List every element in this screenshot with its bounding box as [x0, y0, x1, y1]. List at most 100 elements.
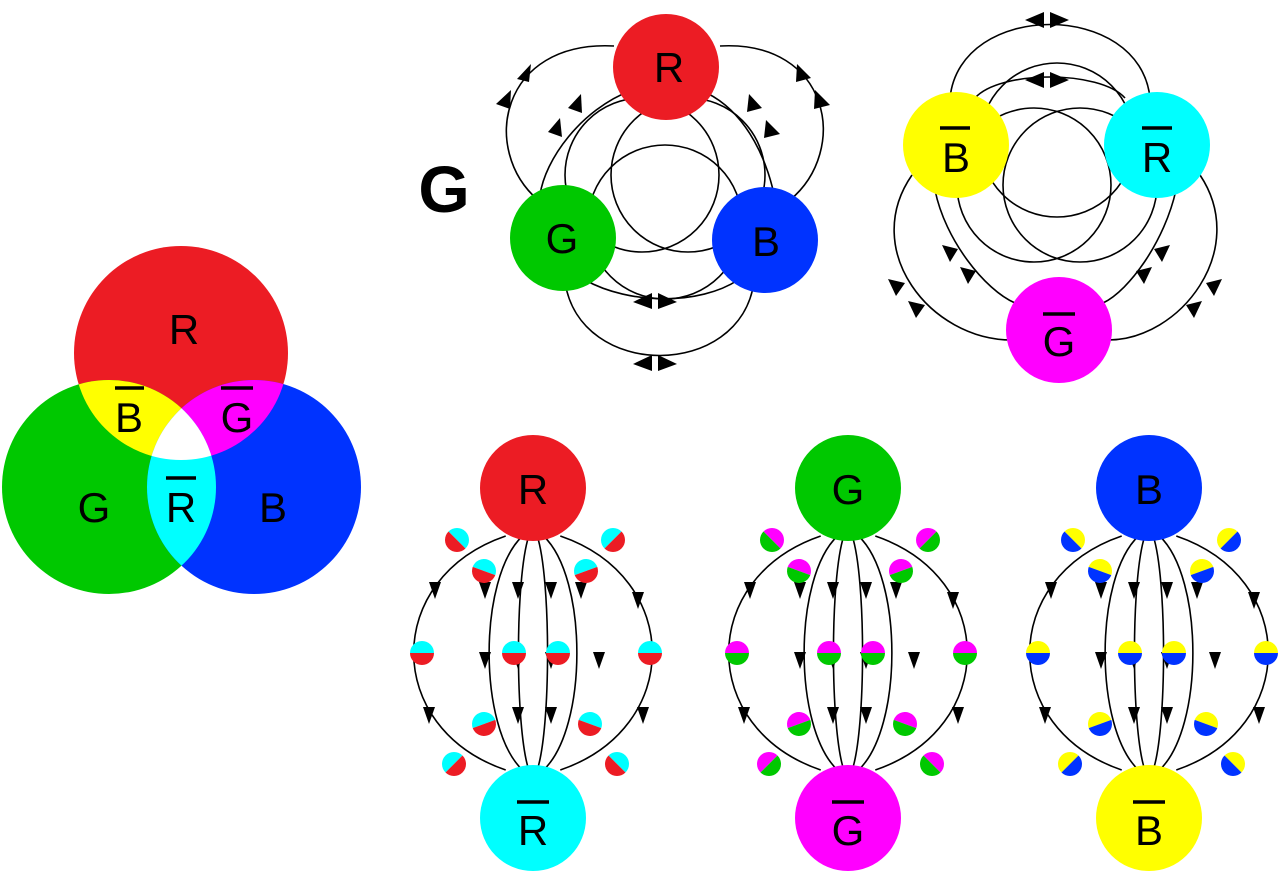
arrowhead [888, 279, 905, 296]
path-dot [757, 752, 781, 776]
edge-bbar-gbar-outer [893, 174, 1013, 341]
dot-half-bottom [410, 653, 434, 665]
venn-region-white [147, 380, 216, 460]
node-g [510, 185, 616, 291]
path-dot [1118, 641, 1142, 665]
dot-half-bottom [760, 531, 781, 552]
node-r [613, 14, 719, 120]
arrowhead [568, 94, 582, 113]
node-label-bottom: R [518, 807, 548, 854]
dot-half-bottom [1162, 653, 1186, 665]
dot-half-top [1217, 528, 1238, 549]
path-dot [601, 528, 625, 552]
node-top [480, 435, 586, 541]
arrowhead [947, 592, 959, 609]
dot-half-top [1088, 712, 1112, 729]
dot-half-bottom [472, 566, 496, 583]
path-dot [787, 712, 811, 736]
dot-half-top [916, 528, 937, 549]
node-bbar [903, 92, 1009, 198]
node-label-top: B [1135, 466, 1163, 513]
path-dot [1061, 528, 1085, 552]
edge-r-g-inner [539, 89, 633, 196]
venn-label-rbar: R [166, 484, 196, 531]
venn-label-bbar: B [115, 394, 143, 441]
dot-half-bottom [760, 755, 781, 776]
dot-half-top [923, 752, 944, 773]
path-dot [1254, 641, 1278, 665]
path-dot [889, 559, 913, 583]
color-venn-diagram: R G B B G R [2, 246, 361, 594]
arrowhead [908, 652, 920, 669]
venn-label-gbar: G [221, 394, 254, 441]
edge-rbar-gbar-inner [1102, 189, 1177, 304]
dot-half-bottom [817, 653, 841, 665]
dot-half-top [763, 528, 784, 549]
arrowhead [1050, 72, 1069, 88]
arrowhead [1253, 707, 1265, 724]
dot-half-top [472, 559, 496, 576]
node-label-bottom: G [832, 807, 865, 854]
arrowhead [512, 707, 524, 724]
arrowhead [796, 64, 811, 82]
cayley-graph-rgb: R G B [496, 14, 830, 371]
arrowhead [1128, 707, 1140, 724]
dot-half-top [1194, 712, 1218, 729]
path-graph-r: RR [410, 435, 662, 871]
dot-half-top [1064, 528, 1085, 549]
path-dot [920, 752, 944, 776]
dot-half-bottom [919, 531, 940, 552]
path-dot [1221, 752, 1245, 776]
dot-half-top [893, 712, 917, 729]
node-label-bbar: B [942, 134, 970, 181]
dot-half-top [787, 712, 811, 729]
arrowhead [744, 582, 756, 599]
dot-half-bottom [1088, 566, 1112, 583]
edge-bbar-gbar-inner [934, 189, 1016, 304]
node-bottom [1096, 765, 1202, 871]
arrowhead [548, 118, 562, 137]
dot-half-bottom [502, 653, 526, 665]
dot-half-bottom [1220, 531, 1241, 552]
edge-rbar-gbar-outer [1107, 174, 1218, 341]
path-dot [1026, 641, 1050, 665]
arrowhead [794, 582, 806, 599]
dot-half-bottom [1026, 653, 1050, 665]
arrowhead [1039, 707, 1051, 724]
edge-mid-right [542, 535, 578, 771]
arrowhead [1186, 301, 1202, 318]
arrowhead [1161, 582, 1173, 599]
path-dot [574, 559, 598, 583]
dot-half-top [1088, 559, 1112, 576]
dot-half-bottom [1221, 755, 1242, 776]
arrowhead [738, 707, 750, 724]
edge-r-g-outer [505, 45, 615, 201]
dot-half-bottom [1194, 719, 1218, 736]
dot-half-bottom [605, 755, 626, 776]
arrowhead [764, 120, 780, 138]
arrowhead [1025, 72, 1044, 88]
dot-half-top [757, 752, 778, 773]
arrowhead [1154, 245, 1170, 262]
path-dot [546, 641, 570, 665]
venn-label-g: G [78, 484, 111, 531]
dot-half-top [608, 752, 629, 773]
arrowhead [1191, 582, 1203, 599]
dot-half-top [1026, 641, 1050, 653]
arrowhead [512, 582, 524, 599]
dot-half-top [578, 712, 602, 729]
edge-r-b-outer [719, 45, 824, 201]
arrowhead [1128, 582, 1140, 599]
arrowhead [479, 652, 491, 669]
dot-half-top [1058, 752, 1079, 773]
dot-half-bottom [574, 566, 598, 583]
dot-half-bottom [787, 719, 811, 736]
path-dot [725, 641, 749, 665]
dot-half-top [472, 712, 496, 729]
dot-half-bottom [725, 653, 749, 665]
node-label-r: R [654, 44, 684, 91]
dot-half-top [410, 641, 434, 653]
path-dot [787, 559, 811, 583]
